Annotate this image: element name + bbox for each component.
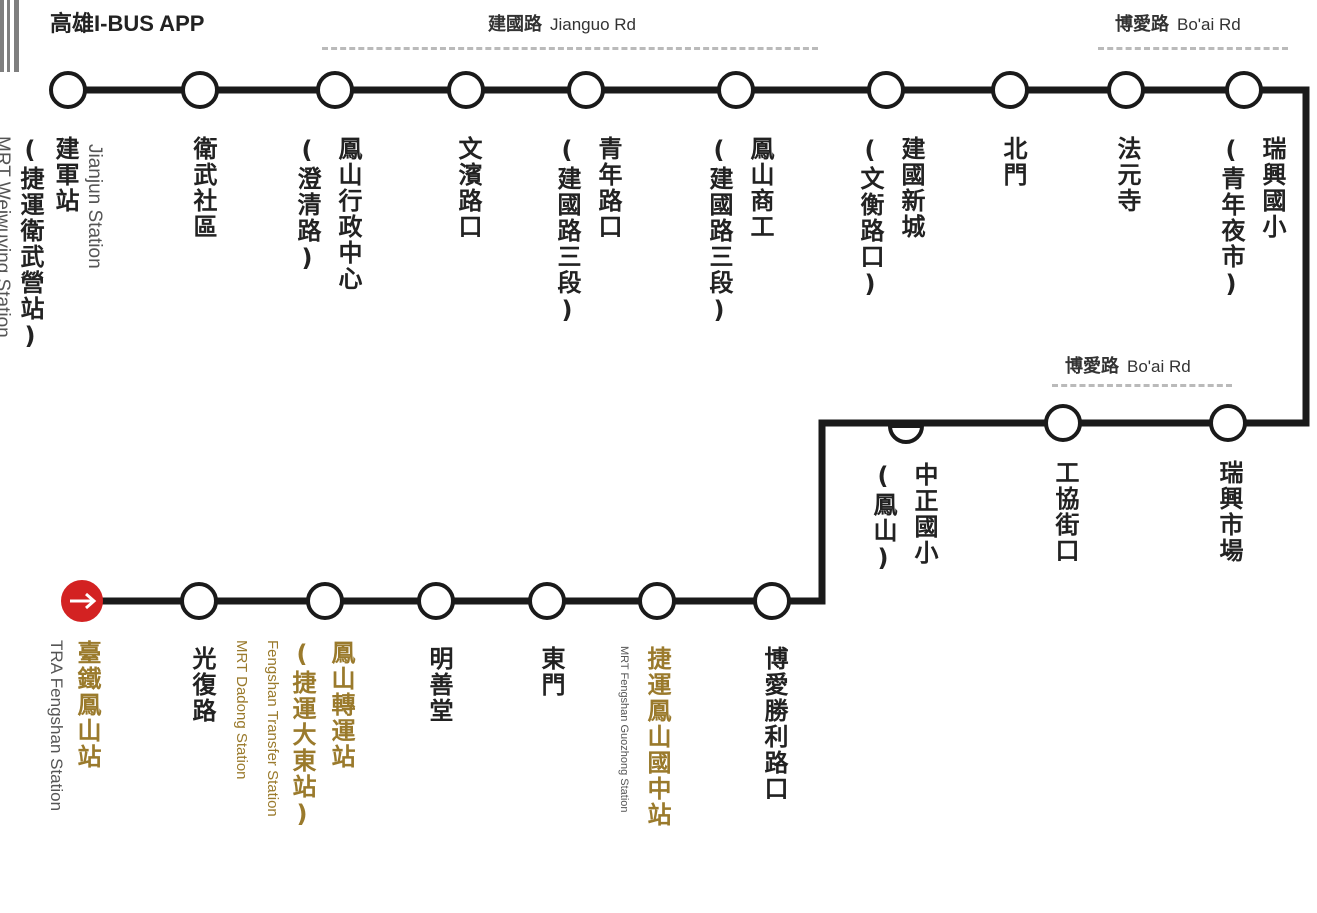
stop-marker-boai-shengli[interactable] xyxy=(753,582,791,620)
stop-label-wenbin[interactable]: 文濱路口 xyxy=(451,136,486,240)
stop-name-zh: 工協街口 xyxy=(1051,460,1079,564)
stop-marker-dongmen[interactable] xyxy=(528,582,566,620)
stop-marker-guangfu[interactable] xyxy=(180,582,218,620)
stop-marker-fengshan-admin[interactable] xyxy=(316,71,354,109)
stop-label-fengshan-vocational[interactable]: 鳳山商工 (建國路三段) xyxy=(702,136,778,326)
stop-name-en: TRA Fengshan Station xyxy=(47,640,66,812)
stop-name-zh: 文濱路口 xyxy=(454,136,482,240)
stop-name-en: MRT Fengshan Guozhong Station xyxy=(618,646,630,813)
stop-marker-mingshan[interactable] xyxy=(417,582,455,620)
road-label-boai-top: 博愛路 Bo'ai Rd xyxy=(1115,10,1241,36)
stop-name-en: Jianjun Station xyxy=(84,144,105,269)
stop-name-zh: 東門 xyxy=(537,646,565,698)
stop-marker-weiwu[interactable] xyxy=(181,71,219,109)
stop-name-en-sub: MRT Dadong Station xyxy=(233,640,250,780)
stop-name-zh: 明善堂 xyxy=(425,646,453,724)
road-name-en: Jianguo Rd xyxy=(550,15,637,34)
stop-label-boai-shengli[interactable]: 博愛勝利路口 xyxy=(757,646,792,802)
stop-label-ruixing-market[interactable]: 瑞興市場 xyxy=(1212,460,1247,564)
road-name-en: Bo'ai Rd xyxy=(1127,357,1191,376)
stop-name-en-sub: MRT Weiwuying Station xyxy=(0,136,13,338)
stop-name-zh: 中正國小 xyxy=(910,462,938,566)
stop-name-zh-sub: (建國路三段) xyxy=(553,136,581,326)
stop-name-zh-sub: (捷運衛武營站) xyxy=(16,136,44,352)
stop-name-zh: 法元寺 xyxy=(1113,136,1141,214)
stop-name-zh: 建軍站 xyxy=(51,136,79,214)
stop-name-zh: 博愛勝利路口 xyxy=(760,646,788,802)
stop-marker-gongxie[interactable] xyxy=(1044,404,1082,442)
stop-name-zh: 鳳山行政中心 xyxy=(334,136,362,292)
stop-name-zh: 建國新城 xyxy=(897,136,925,240)
stop-label-jianjun[interactable]: 建軍站 Jianjun Station (捷運衛武營站) MRT Weiwuyi… xyxy=(0,136,105,352)
stop-label-qingnian[interactable]: 青年路口 (建國路三段) xyxy=(550,136,626,326)
road-underline-boai-mid xyxy=(1052,384,1232,387)
stop-name-zh-sub: (建國路三段) xyxy=(705,136,733,326)
road-name-en: Bo'ai Rd xyxy=(1177,15,1241,34)
stop-name-zh: 瑞興市場 xyxy=(1215,460,1243,564)
stop-marker-guozhong[interactable] xyxy=(638,582,676,620)
stop-name-zh: 鳳山商工 xyxy=(746,136,774,240)
road-underline-boai-top xyxy=(1098,47,1288,50)
stop-name-en: Fengshan Transfer Station xyxy=(264,640,281,817)
stop-marker-fayuan[interactable] xyxy=(1107,71,1145,109)
stop-label-tra[interactable]: 臺鐵鳳山站 TRA Fengshan Station xyxy=(46,640,105,811)
stop-label-beimen[interactable]: 北門 xyxy=(996,136,1031,188)
stop-marker-beimen[interactable] xyxy=(991,71,1029,109)
stop-name-zh: 捷運鳳山國中站 xyxy=(643,646,671,828)
stop-label-gongxie[interactable]: 工協街口 xyxy=(1048,460,1083,564)
stop-name-zh: 北門 xyxy=(999,136,1027,188)
app-title: 高雄I-BUS APP xyxy=(50,11,205,36)
stop-label-guangfu[interactable]: 光復路 xyxy=(185,646,220,724)
road-name-zh: 建國路 xyxy=(488,14,542,35)
stop-name-zh: 青年路口 xyxy=(594,136,622,240)
arrow-right-icon xyxy=(70,592,97,610)
stop-label-dongmen[interactable]: 東門 xyxy=(534,646,569,698)
stop-marker-ruixing-elem[interactable] xyxy=(1225,71,1263,109)
stop-label-ruixing-elem[interactable]: 瑞興國小 (青年夜市) xyxy=(1214,136,1290,300)
stop-name-zh-sub: (鳳山) xyxy=(869,462,897,574)
road-label-jianguo: 建國路 Jianguo Rd xyxy=(488,10,636,36)
stop-marker-zhongzheng[interactable] xyxy=(887,424,925,444)
stop-name-zh: 瑞興國小 xyxy=(1258,136,1286,240)
stop-marker-fengshan-vocational[interactable] xyxy=(717,71,755,109)
stop-name-zh: 光復路 xyxy=(188,646,216,724)
qr-code xyxy=(0,0,26,72)
stop-label-mingshan[interactable]: 明善堂 xyxy=(422,646,457,724)
terminal-marker-tra[interactable] xyxy=(61,580,103,622)
stop-label-weiwu[interactable]: 衛武社區 xyxy=(186,136,221,240)
stop-name-zh: 鳳山轉運站 xyxy=(327,640,355,770)
stop-marker-jianjun[interactable] xyxy=(49,71,87,109)
road-name-zh: 博愛路 xyxy=(1065,356,1119,377)
stop-name-zh-sub: (文衡路口) xyxy=(856,136,884,300)
road-label-boai-mid: 博愛路 Bo'ai Rd xyxy=(1065,352,1191,378)
stop-marker-jianguo-newtown[interactable] xyxy=(867,71,905,109)
stop-marker-transfer[interactable] xyxy=(306,582,344,620)
stop-label-transfer[interactable]: 鳳山轉運站 (捷運大東站) Fengshan Transfer Station … xyxy=(233,640,359,830)
stop-label-fengshan-admin[interactable]: 鳳山行政中心 (澄清路) xyxy=(290,136,366,292)
stop-marker-ruixing-market[interactable] xyxy=(1209,404,1247,442)
stop-marker-wenbin[interactable] xyxy=(447,71,485,109)
stop-name-zh: 衛武社區 xyxy=(189,136,217,240)
stop-label-jianguo-newtown[interactable]: 建國新城 (文衡路口) xyxy=(853,136,929,300)
stop-label-guozhong[interactable]: 捷運鳳山國中站 MRT Fengshan Guozhong Station xyxy=(618,646,675,828)
road-name-zh: 博愛路 xyxy=(1115,14,1169,35)
stop-name-zh-sub: (澄清路) xyxy=(293,136,321,274)
stop-label-fayuan[interactable]: 法元寺 xyxy=(1110,136,1145,214)
stop-name-zh-sub: (青年夜市) xyxy=(1217,136,1245,300)
stop-name-zh-sub: (捷運大東站) xyxy=(288,640,316,830)
stop-label-zhongzheng[interactable]: 中正國小 (鳳山) xyxy=(866,462,942,574)
stop-name-zh: 臺鐵鳳山站 xyxy=(73,640,101,770)
road-underline-jianguo xyxy=(322,47,818,50)
stop-marker-qingnian[interactable] xyxy=(567,71,605,109)
